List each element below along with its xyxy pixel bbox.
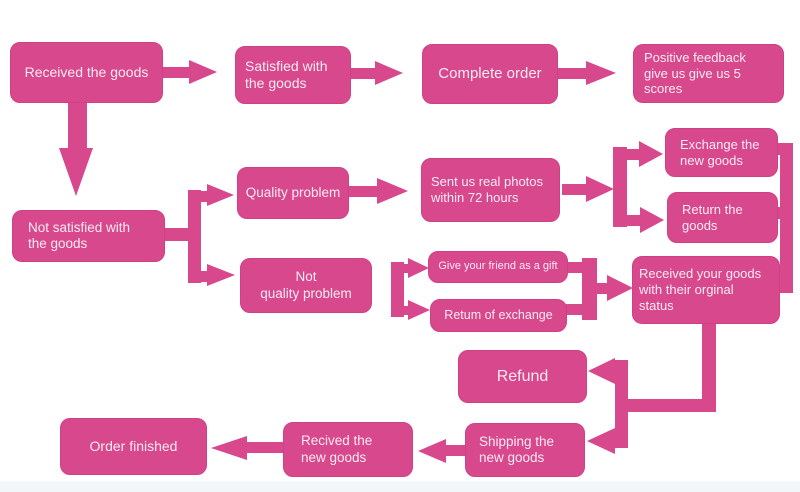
node-satisfied-with-goods-label: Satisfied with the goods: [245, 57, 328, 91]
arrowhead-split-to-exchange-icon: [639, 141, 663, 167]
connector-split-to-gift-stem: [403, 264, 408, 273]
connector-branch-to-quality-stem: [201, 191, 208, 202]
arrowhead-satisfied-to-complete-icon: [375, 61, 403, 85]
node-positive-feedback: Positive feedback give us give us 5 scor…: [633, 44, 784, 103]
connector-gift-merge-bar: [582, 258, 597, 320]
arrowhead-complete-to-feedback-icon: [586, 61, 616, 85]
connector-notsatisfied-branch-stub: [165, 228, 191, 241]
node-order-finished-label: Order finished: [89, 437, 178, 454]
node-refund: Refund: [458, 350, 587, 403]
arrowhead-received-to-satisfied-icon: [189, 60, 217, 84]
node-sent-photos: Sent us real photos within 72 hours: [421, 158, 560, 222]
node-received-the-goods: Received the goods: [10, 42, 163, 103]
connector-shipping-to-recived-stem: [444, 445, 465, 456]
arrowhead-quality-to-photos-icon: [377, 178, 408, 204]
arrowhead-shipping-to-recived-icon: [418, 439, 446, 463]
arrowhead-photos-split-icon: [586, 176, 614, 202]
connector-complete-to-feedback-stem: [558, 68, 588, 79]
node-refund-label: Refund: [496, 367, 549, 385]
node-recived-new-goods-label: Recived the new goods: [301, 433, 373, 465]
arrowhead-split-to-return-icon: [640, 207, 664, 233]
connector-notsatisfied-branch-bar: [188, 190, 201, 283]
connector-split-to-return-stem: [627, 215, 642, 226]
arrowhead-recived-to-finished-icon: [211, 436, 247, 460]
connector-merge-to-received-stem: [595, 283, 609, 294]
connector-received-down-stem: [702, 322, 716, 404]
node-complete-order: Complete order: [422, 44, 558, 104]
node-not-quality-problem-label: Not quality problem: [260, 269, 352, 301]
node-return-exchange-label: Retum of exchange: [444, 307, 553, 322]
node-recived-new-goods: Recived the new goods: [283, 422, 413, 477]
node-order-finished: Order finished: [60, 418, 207, 475]
node-not-satisfied: Not satisfied with the goods: [12, 210, 165, 262]
connector-refund-shipping-bar: [615, 360, 628, 448]
node-quality-problem-label: Quality problem: [245, 184, 341, 200]
connector-photos-split-stem: [562, 184, 588, 195]
connector-photos-split-bar: [613, 147, 627, 227]
connector-quality-to-photos-stem: [349, 186, 379, 197]
node-received-original-status-label: Received your goods with their orginal s…: [639, 266, 762, 313]
arrowhead-to-shipping-icon: [587, 428, 615, 454]
node-positive-feedback-label: Positive feedback give us give us 5 scor…: [644, 49, 746, 97]
node-return-exchange: Retum of exchange: [430, 299, 567, 332]
node-gift-label: Give your friend as a gift: [438, 260, 558, 273]
connector-received-horizontal: [621, 399, 716, 412]
connector-received-to-satisfied-stem: [163, 67, 189, 78]
node-received-the-goods-label: Received the goods: [24, 63, 149, 80]
connector-retum-right-stub: [566, 304, 584, 315]
connector-right-merge-bar: [780, 143, 793, 293]
node-exchange-new-goods-label: Exchange the new goods: [680, 136, 760, 168]
connector-branch-to-notquality-stem: [201, 271, 208, 282]
node-received-original-status: Received your goods with their orginal s…: [632, 256, 780, 324]
connector-split-to-exchange-stem: [627, 149, 641, 160]
connector-received-to-notsatisfied-stem: [68, 100, 87, 150]
arrowhead-split-to-retum-icon: [408, 300, 430, 320]
connector-satisfied-to-complete-stem: [351, 68, 375, 79]
connector-split-to-retum-stem: [403, 306, 408, 315]
node-satisfied-with-goods: Satisfied with the goods: [235, 46, 351, 104]
arrowhead-branch-to-quality-icon: [207, 184, 234, 206]
node-return-goods: Return the goods: [667, 192, 778, 243]
arrowhead-merge-to-received-icon: [607, 275, 633, 301]
node-gift: Give your friend as a gift: [428, 251, 568, 283]
node-not-satisfied-label: Not satisfied with the goods: [28, 219, 131, 251]
node-not-quality-problem: Not quality problem: [240, 258, 372, 313]
arrowhead-received-to-notsatisfied-icon: [59, 148, 93, 196]
node-return-goods-label: Return the goods: [682, 201, 743, 233]
connector-recived-to-finished-stem: [245, 442, 283, 453]
node-sent-photos-label: Sent us real photos within 72 hours: [431, 174, 544, 205]
bottom-band: [0, 481, 800, 492]
node-shipping-new-goods-label: Shipping the new goods: [479, 433, 555, 465]
connector-notquality-split-bar: [391, 262, 404, 317]
arrowhead-to-refund-icon: [588, 358, 615, 384]
node-exchange-new-goods: Exchange the new goods: [665, 128, 778, 177]
node-complete-order-label: Complete order: [438, 64, 542, 82]
node-quality-problem: Quality problem: [237, 167, 349, 219]
connector-gift-right-stub: [566, 262, 584, 273]
arrowhead-branch-to-notquality-icon: [207, 264, 235, 286]
node-shipping-new-goods: Shipping the new goods: [465, 423, 585, 477]
arrowhead-split-to-gift-icon: [408, 258, 429, 278]
